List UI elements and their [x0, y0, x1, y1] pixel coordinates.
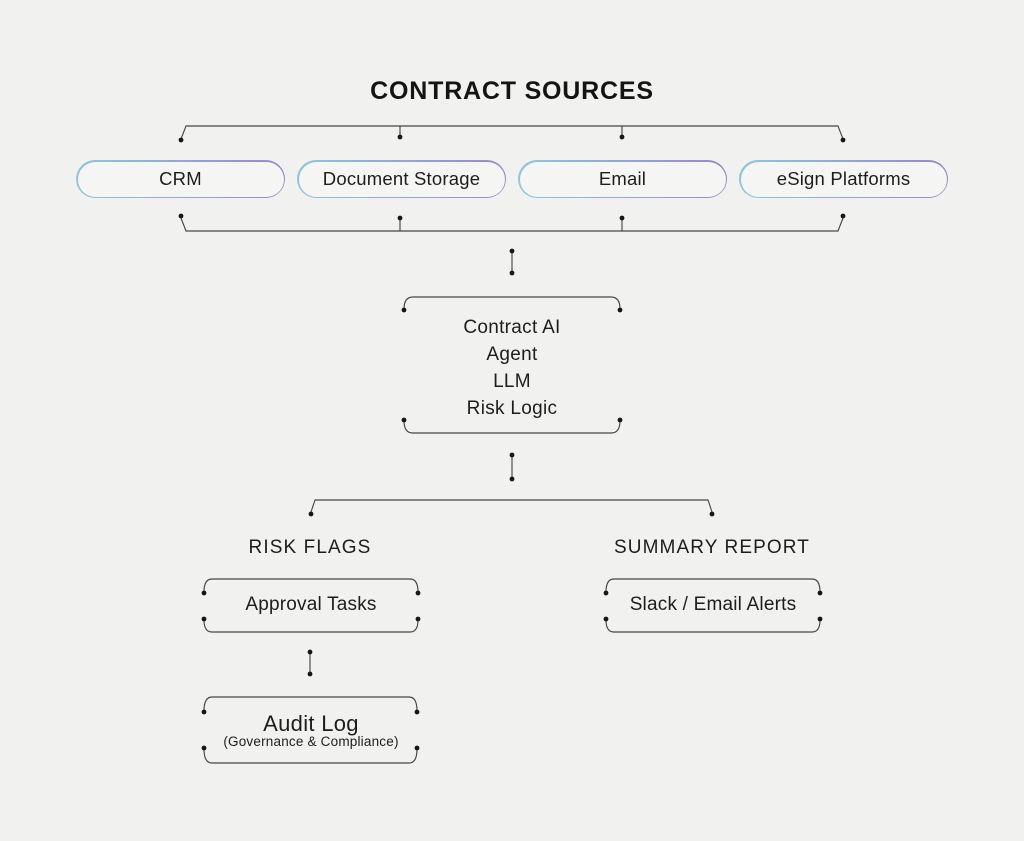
arrow-dot — [414, 709, 420, 715]
risk-flags-heading: RISK FLAGS — [248, 537, 372, 558]
arrow-dot — [307, 649, 313, 655]
arrow-dot — [619, 215, 625, 221]
arrow-dot — [603, 590, 609, 596]
arrow-dot — [617, 417, 623, 423]
arrow-dot — [401, 417, 407, 423]
fanout-bracket-sources — [178, 125, 846, 143]
arrow-dot — [509, 270, 515, 276]
agent-node-line: Contract AI — [463, 317, 561, 338]
connector-sources-to-agent — [509, 248, 515, 276]
audit-log-node-subtitle: (Governance & Compliance) — [223, 734, 399, 749]
bracket-path — [310, 499, 713, 513]
arrow-dot — [178, 213, 184, 219]
arrow-dot — [307, 671, 313, 677]
audit-box-bracket — [201, 696, 420, 764]
summary-report-heading: SUMMARY REPORT — [614, 537, 810, 558]
bracket-path — [203, 578, 419, 593]
arrow-dot — [509, 248, 515, 254]
source-node-email: Email — [518, 160, 727, 198]
arrow-dot — [619, 134, 625, 140]
arrow-dot — [397, 215, 403, 221]
source-node-label: CRM — [77, 161, 284, 197]
source-node-crm: CRM — [76, 160, 285, 198]
arrow-dot — [509, 476, 515, 482]
source-node-label: Email — [519, 161, 726, 197]
arrow-dot — [817, 590, 823, 596]
arrow-dot — [201, 590, 207, 596]
split-bracket-branches — [308, 499, 715, 517]
alerts-node: Slack / Email Alerts — [629, 594, 797, 615]
audit-log-node-title: Audit Log — [263, 711, 359, 736]
bracket-path — [403, 296, 621, 310]
bracket-path — [605, 578, 821, 593]
agent-node: Contract AI Agent LLM Risk Logic — [362, 314, 662, 422]
bracket-path — [403, 420, 621, 434]
source-node-document-storage: Document Storage — [297, 160, 506, 198]
arrow-dot — [617, 307, 623, 313]
arrow-dot — [509, 452, 515, 458]
agent-node-line: LLM — [493, 371, 531, 392]
connector-agent-to-branches — [509, 452, 515, 482]
bracket-path — [203, 619, 419, 633]
bracket-path — [180, 217, 844, 232]
arrow-dot — [817, 616, 823, 622]
arrow-dot — [603, 616, 609, 622]
bracket-path — [203, 748, 418, 764]
bracket-path — [180, 125, 844, 140]
source-node-label: eSign Platforms — [740, 161, 947, 197]
bracket-path — [605, 619, 821, 633]
connector-approval-to-audit — [307, 649, 313, 677]
arrow-dot — [201, 709, 207, 715]
arrow-dot — [397, 134, 403, 140]
arrow-dot — [709, 511, 715, 517]
source-node-label: Document Storage — [298, 161, 505, 197]
arrow-dot — [201, 745, 207, 751]
arrow-dot — [840, 137, 846, 143]
bracket-path — [203, 696, 418, 712]
arrow-dot — [178, 137, 184, 143]
approval-box-bracket — [201, 578, 421, 633]
arrow-dot — [308, 511, 314, 517]
agent-node-line: Agent — [486, 344, 538, 365]
arrow-dot — [414, 745, 420, 751]
arrow-dot — [415, 616, 421, 622]
approval-tasks-node: Approval Tasks — [245, 594, 377, 615]
arrow-dot — [401, 307, 407, 313]
alerts-box-bracket — [603, 578, 823, 633]
arrow-dot — [201, 616, 207, 622]
source-node-esign-platforms: eSign Platforms — [739, 160, 948, 198]
diagram-title: CONTRACT SOURCES — [370, 77, 654, 105]
arrow-dot — [415, 590, 421, 596]
arrow-dot — [840, 213, 846, 219]
agent-box-bracket — [401, 296, 623, 434]
agent-node-line: Risk Logic — [466, 398, 558, 419]
merge-bracket-sources — [178, 213, 846, 232]
